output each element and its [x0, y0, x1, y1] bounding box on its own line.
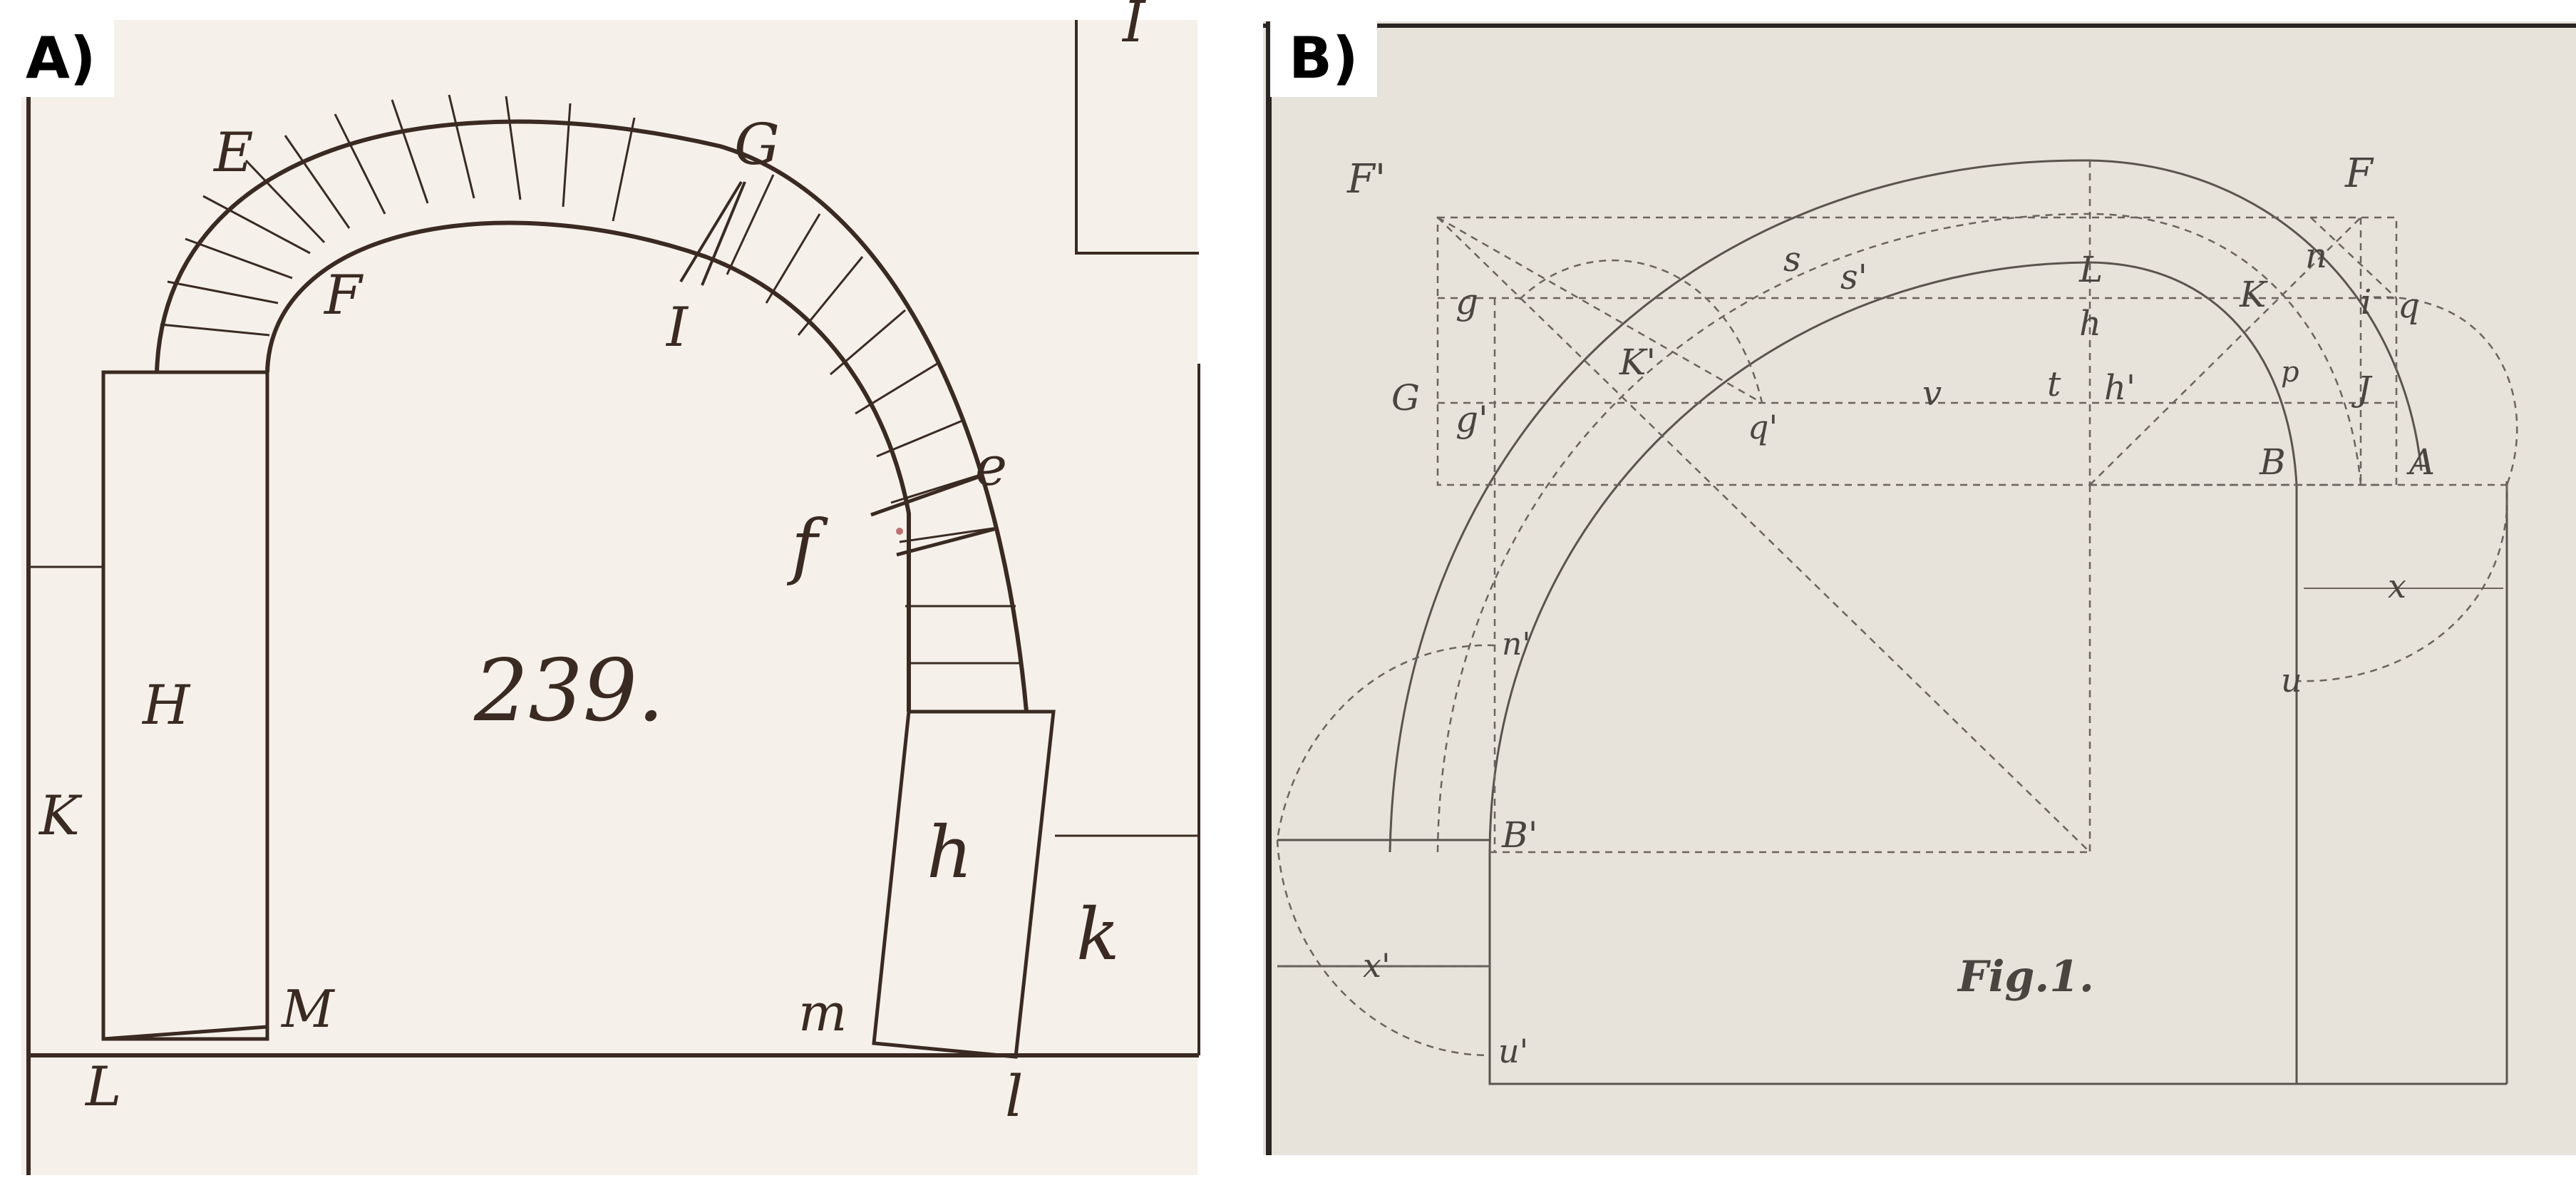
- label-K: K: [2239, 274, 2268, 315]
- label-F: F: [2344, 150, 2374, 197]
- pier-H: [101, 370, 269, 1041]
- label-q: q: [2398, 286, 2420, 326]
- label-p: p: [2281, 356, 2299, 389]
- label-h: h: [927, 811, 972, 894]
- label-gp: g': [1456, 399, 1488, 440]
- label-m: m: [798, 983, 847, 1043]
- label-n: n: [2305, 236, 2327, 276]
- label-x: x: [2388, 567, 2406, 605]
- panel-a-drawing: I 239. E G F I e f H K h k M L m l: [21, 0, 1200, 1175]
- label-B: B: [2259, 441, 2286, 483]
- red-dot: [896, 528, 903, 535]
- panel-b-label: B): [1270, 20, 1377, 97]
- paper-a: [21, 20, 1197, 1175]
- label-np: n': [1502, 626, 1530, 662]
- label-h: h: [2079, 304, 2101, 344]
- figure-caption: Fig.1.: [1957, 952, 2094, 1002]
- label-s: s: [1783, 240, 1801, 280]
- pier-H-base: [103, 1025, 268, 1041]
- label-l: l: [1005, 1063, 1024, 1130]
- joint-e-f: [870, 474, 995, 557]
- label-A: A: [2406, 441, 2435, 483]
- arch-outer: [1389, 159, 2423, 853]
- panel-b: F' F s s' L n g K' h K i q G g' q' v t h…: [1263, 0, 2576, 1183]
- label-k: k: [1076, 893, 1120, 976]
- label-qp: q': [1748, 408, 1778, 446]
- label-L: L: [2078, 249, 2103, 290]
- voussoir-joints: [160, 94, 1023, 665]
- label-hp: h': [2104, 368, 2135, 408]
- label-H: H: [141, 673, 191, 737]
- label-L: L: [84, 1055, 121, 1118]
- label-up: u': [1498, 1032, 1528, 1070]
- arch-extrados: [155, 119, 1029, 712]
- joint-G-I: [679, 180, 746, 286]
- label-xp: x': [1363, 946, 1391, 985]
- label-v: v: [1922, 374, 1942, 414]
- label-K: K: [38, 784, 83, 847]
- label-e: e: [975, 434, 1007, 498]
- arch-inner: [1488, 261, 2298, 853]
- top-right-frame: [1075, 20, 1199, 255]
- panel-b-drawing: F' F s s' L n g K' h K i q G g' q' v t h…: [1263, 21, 2576, 1155]
- pier-outline: [1488, 485, 2298, 1085]
- label-g: g: [1456, 281, 1478, 322]
- label-I: I: [665, 295, 689, 359]
- label-M: M: [280, 979, 336, 1039]
- label-G: G: [734, 111, 780, 178]
- label-Bp: B': [1501, 814, 1538, 856]
- construction-lines: [1276, 160, 2518, 1057]
- label-Kp: K': [1619, 342, 1656, 383]
- x-arrows: [1284, 588, 2503, 967]
- label-t: t: [2047, 364, 2061, 404]
- label-u: u: [2281, 661, 2302, 700]
- label-F: F: [323, 263, 364, 327]
- label-sp: s': [1840, 257, 1867, 297]
- label-i: i: [2361, 282, 2371, 322]
- label-Fp: F': [1346, 156, 1386, 203]
- pier-h: [872, 710, 1056, 1059]
- panel-a-label: A): [7, 20, 115, 97]
- panel-a: I 239. E G F I e f H K h k M L m l A): [0, 0, 1205, 1183]
- arch-intrados: [265, 220, 911, 712]
- label-G: G: [1391, 377, 1420, 419]
- corner-text: I: [1121, 0, 1146, 55]
- figure-number: 239.: [473, 642, 664, 741]
- label-E: E: [212, 121, 253, 184]
